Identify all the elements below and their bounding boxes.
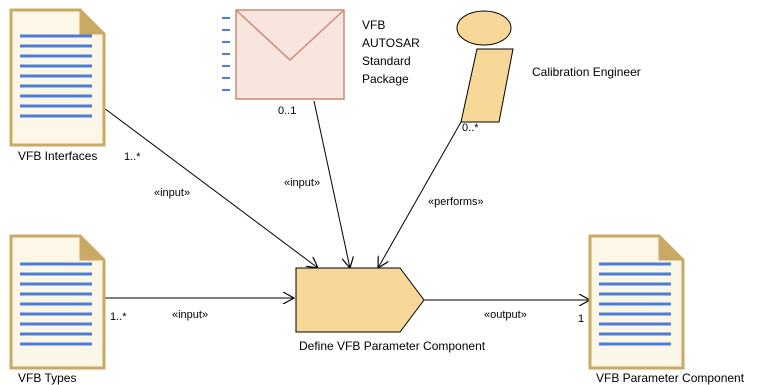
package-label-line-2: AUTOSAR: [362, 36, 420, 50]
edge-label-interfaces-input: «input»: [154, 187, 190, 199]
calibration-engineer-label: Calibration Engineer: [532, 65, 641, 79]
vfb-interfaces-label: VFB Interfaces: [18, 149, 97, 163]
package-label-line-1: VFB: [362, 18, 385, 32]
package-label-line-3: Standard: [362, 54, 411, 68]
multiplicity-role: 0..*: [462, 122, 479, 134]
multiplicity-output: 1: [578, 313, 584, 325]
edge-package-to-task: [313, 100, 350, 268]
define-vfb-parameter-component-task[interactable]: Define VFB Parameter Component: [295, 267, 486, 353]
vfb-types-artifact[interactable]: VFB Types: [9, 234, 106, 385]
vfb-parameter-component-label: VFB Parameter Component: [596, 371, 745, 385]
edge-role-to-task: [378, 121, 462, 268]
vfb-interfaces-artifact[interactable]: VFB Interfaces: [9, 8, 106, 163]
document-icon: [588, 234, 685, 370]
vfb-autosar-standard-package[interactable]: VFB AUTOSAR Standard Package: [222, 9, 420, 100]
envelope-icon: [222, 9, 345, 100]
document-icon: [9, 234, 106, 370]
calibration-engineer-role[interactable]: Calibration Engineer: [456, 10, 641, 123]
edge-interfaces-to-task: [103, 107, 318, 268]
document-icon: [9, 8, 106, 147]
role-icon: [456, 10, 514, 123]
edge-label-types-input: «input»: [172, 309, 208, 321]
edge-label-package-input: «input»: [284, 177, 320, 189]
task-label: Define VFB Parameter Component: [299, 339, 486, 353]
vfb-types-label: VFB Types: [18, 371, 76, 385]
multiplicity-interfaces: 1..*: [124, 151, 141, 163]
edge-label-output: «output»: [484, 309, 527, 321]
package-label-line-4: Package: [362, 72, 409, 86]
edge-label-performs: «performs»: [428, 196, 484, 208]
multiplicity-types: 1..*: [110, 311, 127, 323]
vfb-parameter-component-artifact[interactable]: VFB Parameter Component: [588, 234, 745, 385]
multiplicity-package: 0..1: [278, 105, 296, 117]
